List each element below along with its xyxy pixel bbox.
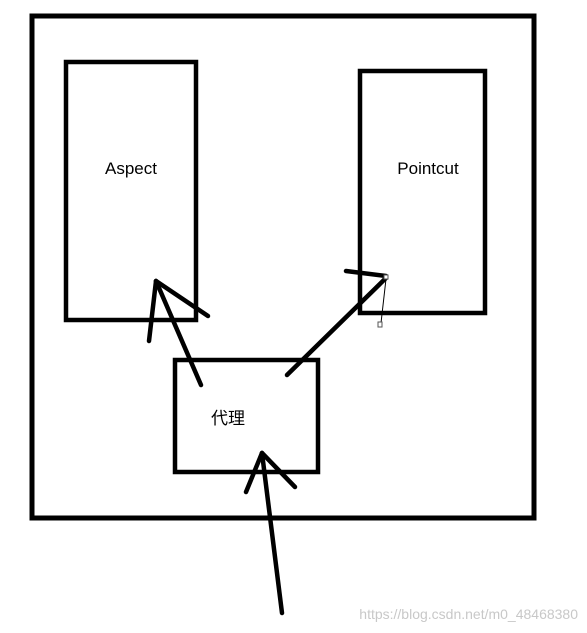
aspect-box: [63, 59, 199, 323]
arrow-proxy-to-aspect-head-left: [146, 278, 159, 344]
arrow-proxy-to-aspect-shaft: [153, 278, 204, 388]
arrow-external-to-proxy: [243, 450, 298, 616]
arrow-proxy-to-pointcut: [284, 268, 389, 378]
arrow-external-to-proxy-head-right: [259, 450, 298, 490]
arrow-external-to-proxy-shaft: [259, 450, 285, 616]
arrow-proxy-to-pointcut-shaft: [284, 275, 389, 378]
outer-container-box: [29, 13, 537, 521]
arrow-external-to-proxy-head-left: [243, 450, 265, 495]
arrow-proxy-to-aspect-head-right: [153, 278, 211, 319]
proxy-label: 代理: [211, 409, 245, 428]
pointcut-label: Pointcut: [397, 159, 459, 178]
aspect-label: Aspect: [105, 159, 157, 178]
arrow-proxy-to-pointcut-head-down: [380, 278, 387, 324]
arrow-proxy-to-pointcut-head-top: [343, 268, 389, 279]
pointcut-box: [357, 68, 488, 316]
watermark-text: https://blog.csdn.net/m0_48468380: [359, 606, 578, 622]
proxy-box: [172, 357, 321, 475]
arrow-proxy-to-aspect: [146, 278, 211, 388]
arrow-pointcut-handle-bottom: [377, 321, 383, 328]
arrow-pointcut-handle-top: [383, 274, 389, 280]
